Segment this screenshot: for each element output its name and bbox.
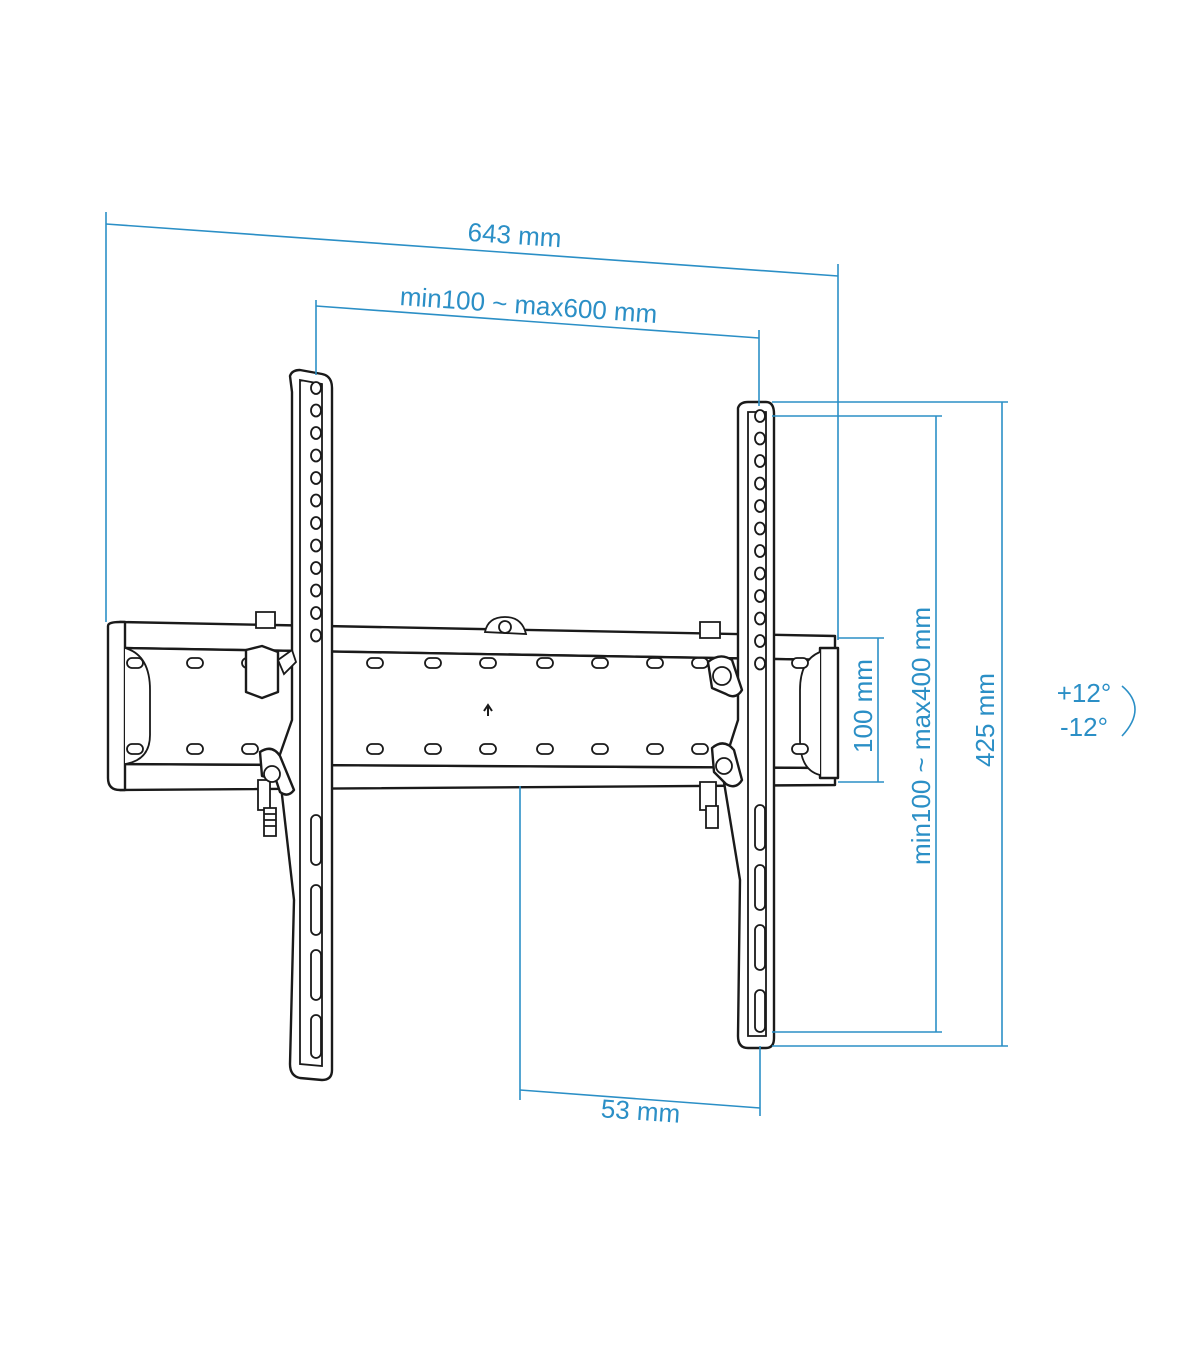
tilt-down-label: -12° bbox=[1060, 712, 1108, 742]
right-vertical-arm bbox=[699, 400, 776, 1050]
screw-left bbox=[263, 807, 277, 837]
plate-slot bbox=[366, 657, 384, 669]
vesa-hole bbox=[754, 454, 766, 468]
vesa-hole bbox=[310, 516, 322, 530]
rail-spacing-label: 100 mm bbox=[848, 659, 878, 753]
plate-slot bbox=[791, 743, 809, 755]
dimension-lines bbox=[105, 212, 1136, 1116]
vesa-hole bbox=[754, 634, 766, 648]
vesa-slot bbox=[754, 924, 766, 971]
vesa-hole bbox=[310, 493, 322, 508]
vesa-hole bbox=[310, 448, 322, 463]
plate-slot bbox=[479, 743, 497, 755]
plate-slot bbox=[691, 657, 709, 669]
plate-slot bbox=[424, 657, 442, 669]
plate-slot bbox=[591, 743, 609, 755]
plate-slot bbox=[536, 743, 554, 755]
vesa-hole bbox=[754, 409, 766, 423]
vesa-hole bbox=[310, 381, 322, 395]
plate-slot bbox=[424, 743, 442, 755]
vesa-slot bbox=[310, 814, 322, 866]
vesa-hole bbox=[310, 583, 322, 598]
overall-height-label: 425 mm bbox=[970, 673, 1000, 767]
vesa-hole bbox=[754, 499, 766, 513]
vesa-hole bbox=[310, 538, 322, 553]
vesa-hole bbox=[754, 521, 766, 536]
vesa-hole bbox=[310, 606, 322, 620]
vesa-slot bbox=[754, 864, 766, 911]
plate-slot bbox=[126, 657, 144, 669]
vesa-hole bbox=[754, 566, 766, 581]
vesa-hole bbox=[310, 628, 322, 643]
vesa-slot bbox=[310, 949, 322, 1001]
vesa-slot bbox=[754, 804, 766, 851]
vesa-hole bbox=[310, 426, 322, 440]
depth-label: 53 mm bbox=[600, 1093, 681, 1128]
plate-slot bbox=[646, 743, 664, 755]
vesa-hole bbox=[310, 403, 322, 418]
left-vertical-arm bbox=[244, 368, 334, 1082]
plate-slot bbox=[691, 743, 709, 755]
plate-slot bbox=[791, 657, 809, 669]
vesa-hole bbox=[754, 611, 766, 626]
plate-slot bbox=[186, 657, 204, 669]
plate-slot bbox=[366, 743, 384, 755]
plate-slot bbox=[479, 657, 497, 669]
screw-right bbox=[705, 805, 719, 829]
plate-slot bbox=[126, 743, 144, 755]
vesa-vertical-label: min100 ~ max400 mm bbox=[906, 607, 936, 865]
vesa-slot bbox=[754, 989, 766, 1033]
vesa-hole bbox=[754, 656, 766, 671]
vesa-hole bbox=[754, 544, 766, 558]
tilt-knob-left-top bbox=[244, 644, 280, 700]
plate-slot bbox=[241, 743, 259, 755]
plate-slot bbox=[186, 743, 204, 755]
plate-slot bbox=[591, 657, 609, 669]
vesa-hole bbox=[754, 431, 766, 446]
plate-slot bbox=[536, 657, 554, 669]
vesa-hole bbox=[310, 561, 322, 575]
vesa-hole bbox=[754, 476, 766, 491]
overall-width-label: 643 mm bbox=[467, 217, 563, 253]
vesa-slot bbox=[310, 1014, 322, 1059]
vesa-slot bbox=[310, 884, 322, 936]
vesa-hole bbox=[310, 471, 322, 485]
vesa-hole bbox=[754, 589, 766, 603]
plate-slot bbox=[646, 657, 664, 669]
tilt-up-label: +12° bbox=[1057, 678, 1112, 708]
level-arrow-icon bbox=[483, 703, 493, 716]
